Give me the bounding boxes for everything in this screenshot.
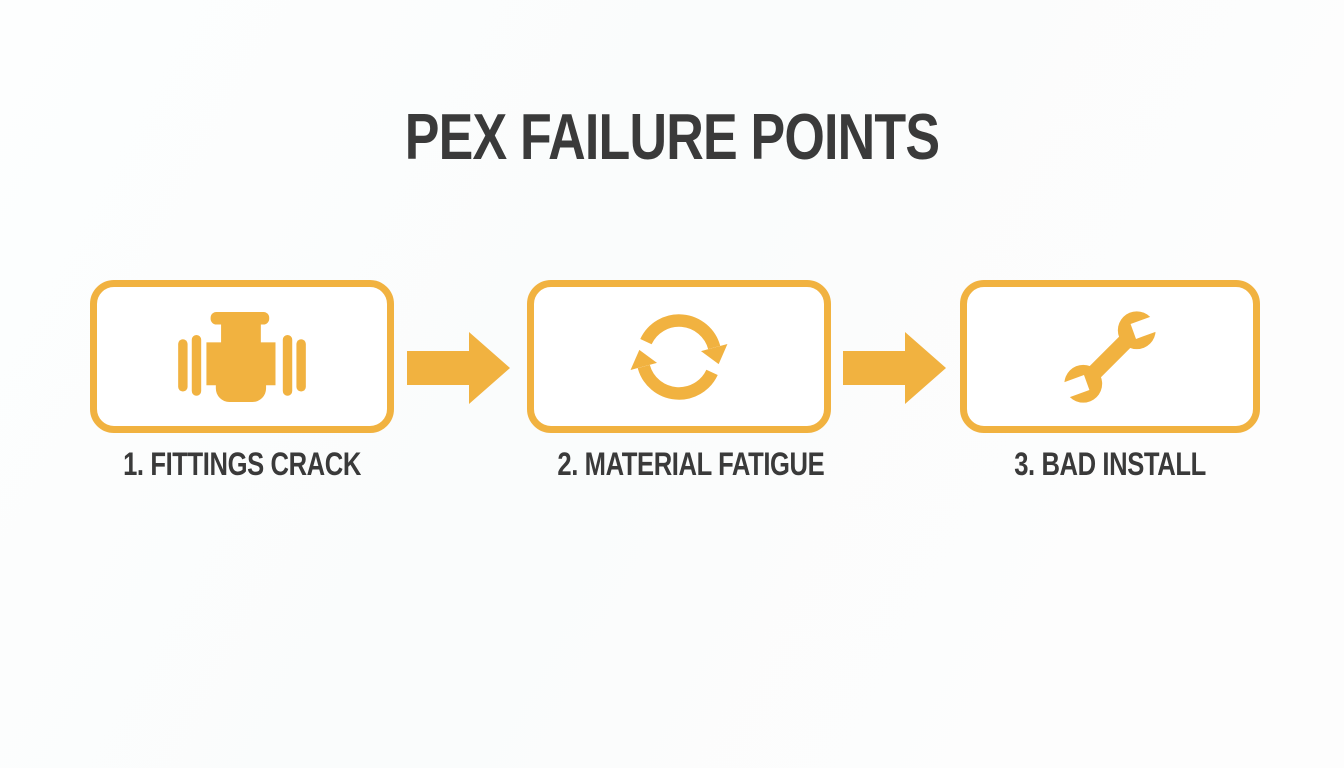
page-title: PEX FAILURE POINTS	[404, 100, 940, 173]
cycle-arrows-icon	[630, 313, 728, 400]
step-box-3	[960, 280, 1260, 433]
pipe-fitting-icon	[178, 311, 306, 402]
step-fittings-crack: 1. FITTINGS CRACK	[90, 280, 394, 480]
step-material-fatigue: 2. MATERIAL FATIGUE	[527, 280, 831, 480]
right-arrow-icon	[407, 332, 510, 404]
step-box-2	[527, 280, 831, 433]
step-label-2: 2. MATERIAL FATIGUE	[557, 446, 825, 482]
step-bad-install: 3. BAD INSTALL	[960, 280, 1260, 480]
step-box-1	[90, 280, 394, 433]
right-arrow-icon	[843, 332, 946, 404]
step-label-3: 3. BAD INSTALL	[1014, 446, 1206, 482]
step-label-1: 1. FITTINGS CRACK	[123, 446, 361, 482]
wrench-icon	[1053, 310, 1167, 403]
